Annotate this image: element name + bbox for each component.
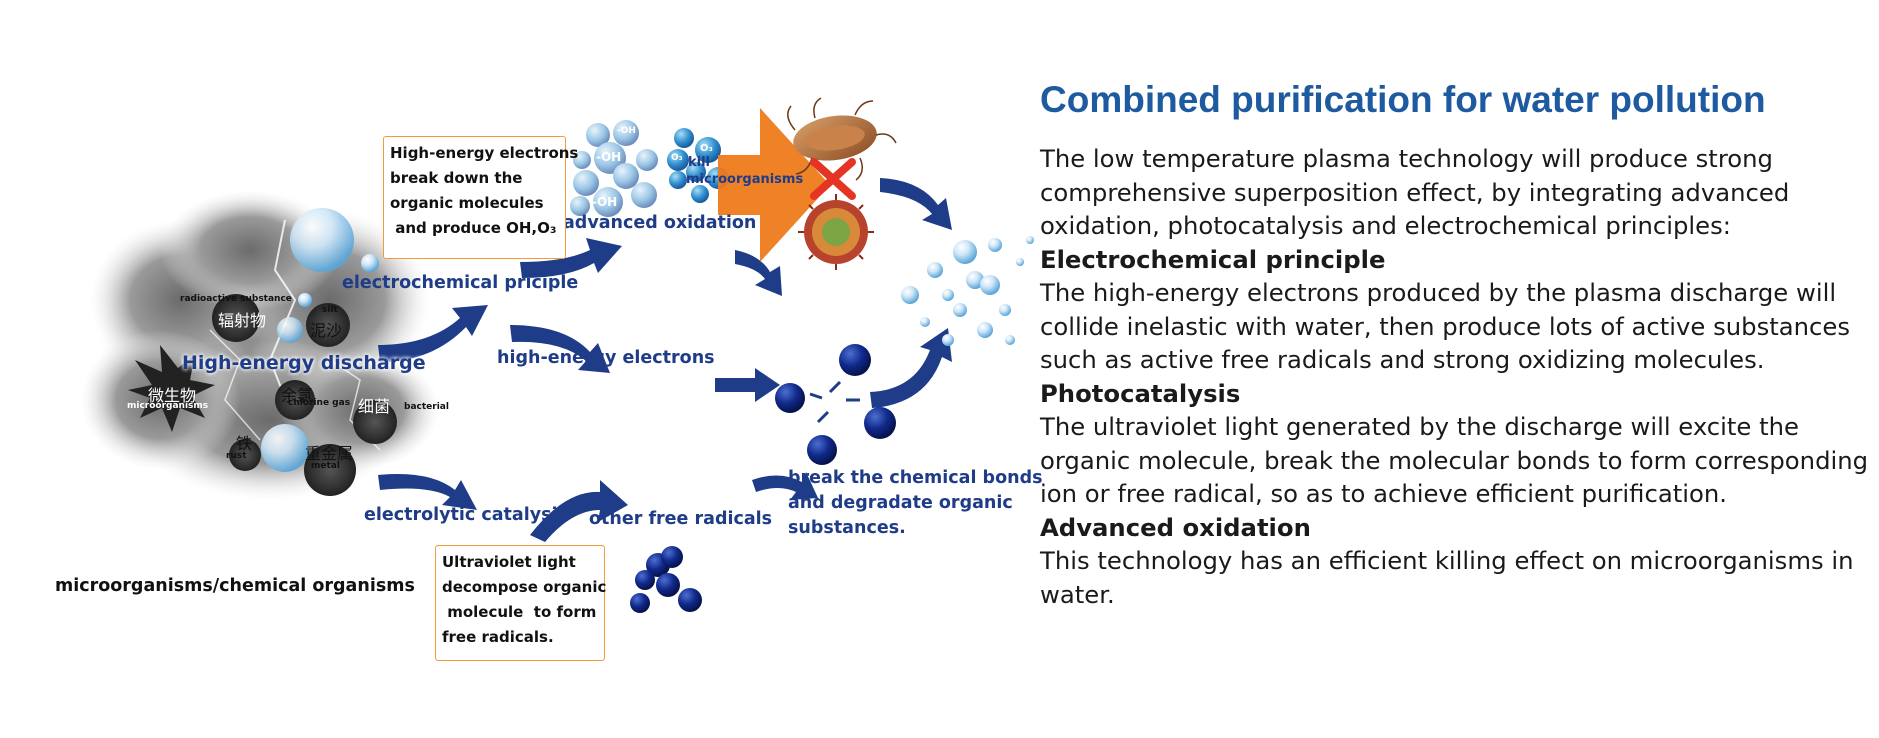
pollutant-en-label: silt [322, 305, 338, 315]
free-radical-spheres [630, 546, 702, 613]
pollutant-en-label: radioactive substance [180, 294, 292, 304]
pollutant-en-label: rust [226, 451, 247, 461]
section-body: The ultraviolet light generated by the d… [1040, 410, 1870, 511]
kill-label: kill [688, 155, 710, 170]
callout-electrons: High-energy electrons break down the org… [383, 136, 566, 259]
pathway-electrons: high-energy electrons [497, 348, 715, 368]
pollutant-cn-label: 泥沙 [310, 317, 342, 341]
section-body: The high-energy electrons produced by th… [1040, 276, 1870, 377]
section-heading: Photocatalysis [1040, 377, 1870, 411]
break-bonds-line: and degradate organic [788, 491, 1043, 516]
callout-line: and produce OH,O₃ [390, 216, 559, 241]
clean-water-droplets [901, 236, 1034, 346]
intro-paragraph: The low temperature plasma technology wi… [1040, 142, 1870, 243]
section-heading: Electrochemical principle [1040, 243, 1870, 277]
callout-ultraviolet: Ultraviolet light decompose organic mole… [435, 545, 605, 661]
oh-label: -OH [592, 195, 617, 209]
callout-line: break down the [390, 166, 559, 191]
callout-line: decompose organic [442, 575, 598, 600]
pollutant-en-label: microorganisms [127, 401, 208, 411]
pollutant-cn-label: 细菌 [358, 393, 390, 417]
oh-label: -OH [596, 150, 621, 164]
pathway-electrolytic: electrolytic catalysis [364, 505, 568, 525]
pathway-electrochemical: electrochemical priciple [342, 273, 578, 293]
virus-icon [798, 194, 874, 270]
callout-line: organic molecules [390, 191, 559, 216]
break-bonds-line: substances. [788, 516, 1043, 541]
callout-line: High-energy electrons [390, 141, 559, 166]
pollutant-cn-label: 辐射物 [218, 307, 266, 331]
pathway-advanced-oxidation: advanced oxidation [563, 213, 756, 233]
oh-label: -OH [617, 126, 636, 136]
section-body: This technology has an efficient killing… [1040, 544, 1870, 611]
panel-title: Combined purification for water pollutio… [1040, 78, 1870, 122]
break-bonds-label: break the chemical bonds and degradate o… [788, 466, 1043, 541]
pathway-other-radicals: other free radicals [589, 509, 772, 529]
callout-line: free radicals. [442, 625, 598, 650]
pollutant-en-label: metal [311, 461, 340, 471]
purification-diagram: -OH -OH -OH O₃ O₃ radioactive substance … [0, 0, 1040, 738]
pollutant-en-label: chlorine gas [288, 398, 350, 408]
section-heading: Advanced oxidation [1040, 511, 1870, 545]
callout-line: Ultraviolet light [442, 550, 598, 575]
o3-label: O₃ [700, 143, 713, 154]
callout-line: molecule to form [442, 600, 598, 625]
source-label: microorganisms/chemical organisms [55, 576, 415, 596]
break-bonds-line: break the chemical bonds [788, 466, 1043, 491]
o3-label: O₃ [671, 153, 683, 163]
description-panel: Combined purification for water pollutio… [1040, 78, 1870, 611]
pollutant-en-label: bacterial [404, 402, 449, 412]
center-label: High-energy discharge [182, 352, 426, 374]
kill-target-label: microorganisms [686, 172, 803, 187]
